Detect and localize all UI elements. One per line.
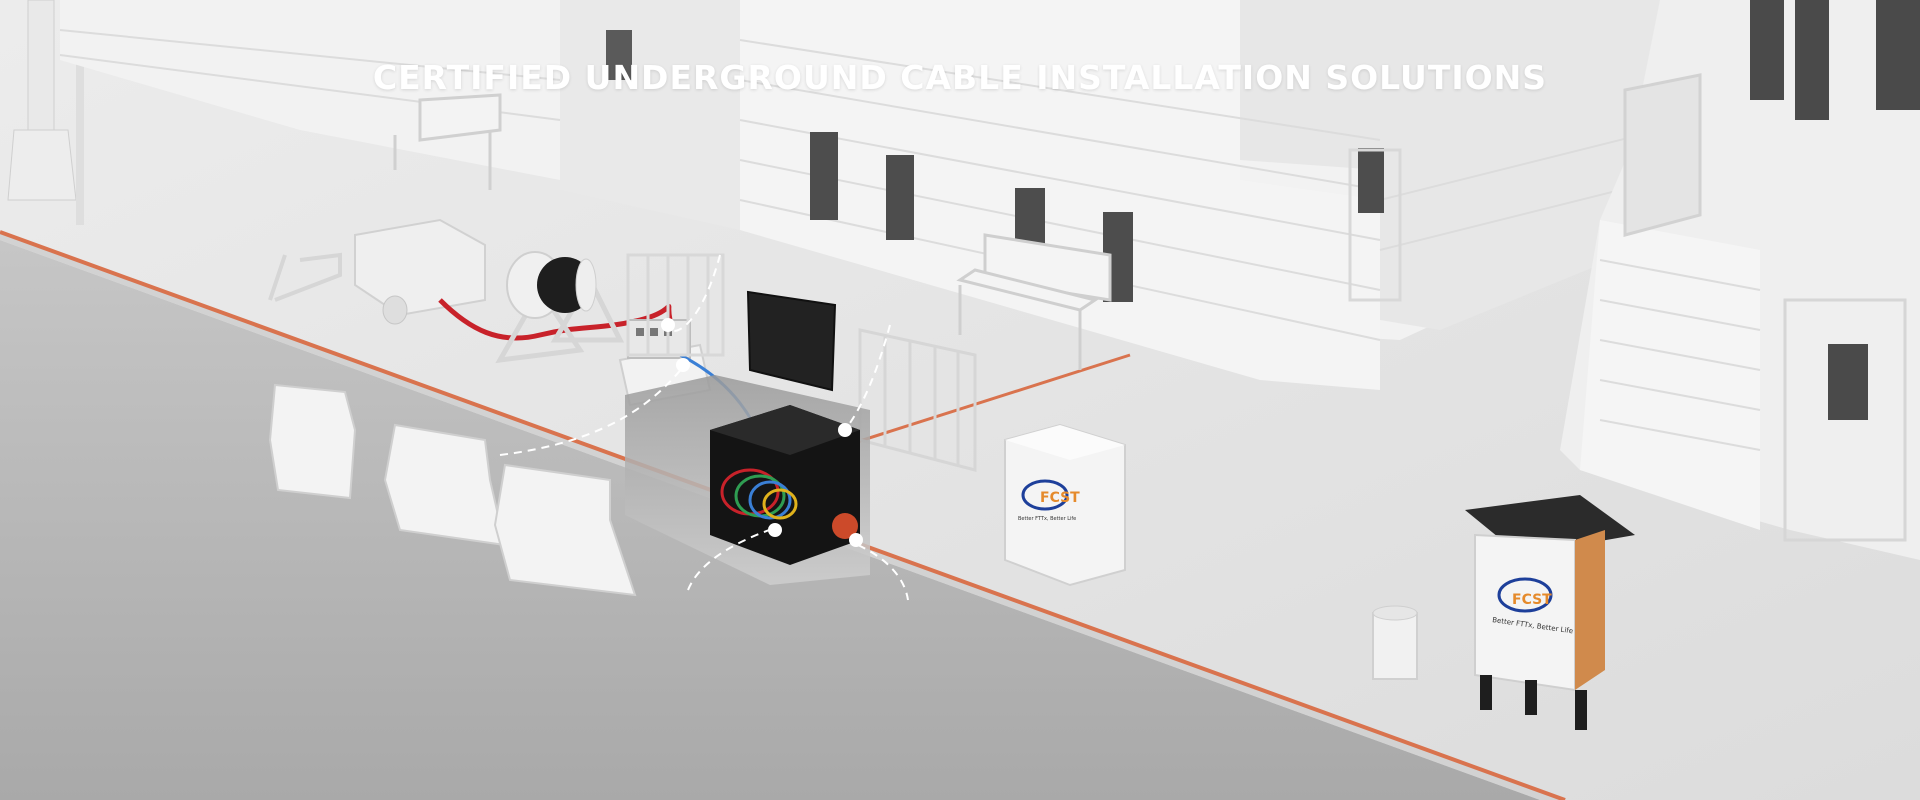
crowd-barrier-right bbox=[858, 328, 977, 472]
cabinet-logo-text: FCST bbox=[1040, 490, 1080, 506]
marker-ball-hotspot[interactable] bbox=[849, 533, 863, 547]
cable-reel bbox=[495, 251, 625, 364]
trash-bin bbox=[1372, 605, 1418, 680]
closure-hotspot[interactable] bbox=[768, 523, 782, 537]
callout-leaders bbox=[499, 254, 909, 601]
street-cabinet bbox=[1004, 423, 1126, 587]
handhole-hotspot[interactable] bbox=[838, 423, 852, 437]
cabinet-tagline: Better FTTx, Better Life bbox=[1018, 516, 1076, 522]
hero-headline: CERTIFIED UNDERGROUND CABLE INSTALLATION… bbox=[372, 58, 1548, 97]
cable-reel-hotspot[interactable] bbox=[661, 318, 675, 332]
jersey-barriers bbox=[268, 383, 637, 597]
splice-box-hotspot[interactable] bbox=[676, 358, 690, 372]
crowd-barrier-left bbox=[626, 253, 725, 357]
cable-marker-ball bbox=[832, 513, 858, 539]
handhole-pit bbox=[625, 290, 870, 585]
sign-logo-text: FCST bbox=[1512, 592, 1552, 608]
bench-right bbox=[956, 233, 1112, 370]
advertising-sign bbox=[1465, 495, 1635, 730]
cable-trailer bbox=[268, 218, 486, 325]
building-left bbox=[59, 0, 1661, 390]
bench-left bbox=[393, 93, 502, 190]
building-right bbox=[1560, 0, 1920, 560]
